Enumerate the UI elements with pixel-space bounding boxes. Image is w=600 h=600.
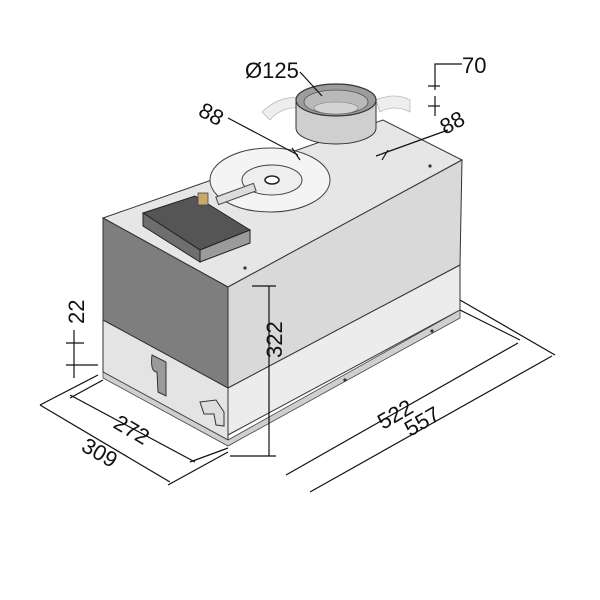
front-handle xyxy=(151,354,167,397)
dimension-lines xyxy=(39,63,556,493)
duct-spigot xyxy=(261,83,411,145)
label-duct-offset-right: 88 xyxy=(436,106,469,140)
motor-disc xyxy=(209,147,331,213)
side-bracket xyxy=(199,399,225,427)
label-outer-depth: 309 xyxy=(78,433,122,473)
screw-dot xyxy=(243,266,247,270)
screw-dot xyxy=(343,378,347,382)
screw-dot xyxy=(430,329,434,333)
label-body-height: 322 xyxy=(262,321,287,358)
label-inner-depth: 272 xyxy=(110,410,154,450)
screw-dot xyxy=(428,164,432,168)
label-duct-offset-top: 70 xyxy=(462,53,486,78)
label-duct-diameter: Ø125 xyxy=(245,58,299,83)
bottom-rim xyxy=(102,309,461,447)
control-box xyxy=(141,192,252,263)
label-duct-offset-left: 88 xyxy=(195,97,228,131)
label-lip-height: 22 xyxy=(64,300,89,324)
